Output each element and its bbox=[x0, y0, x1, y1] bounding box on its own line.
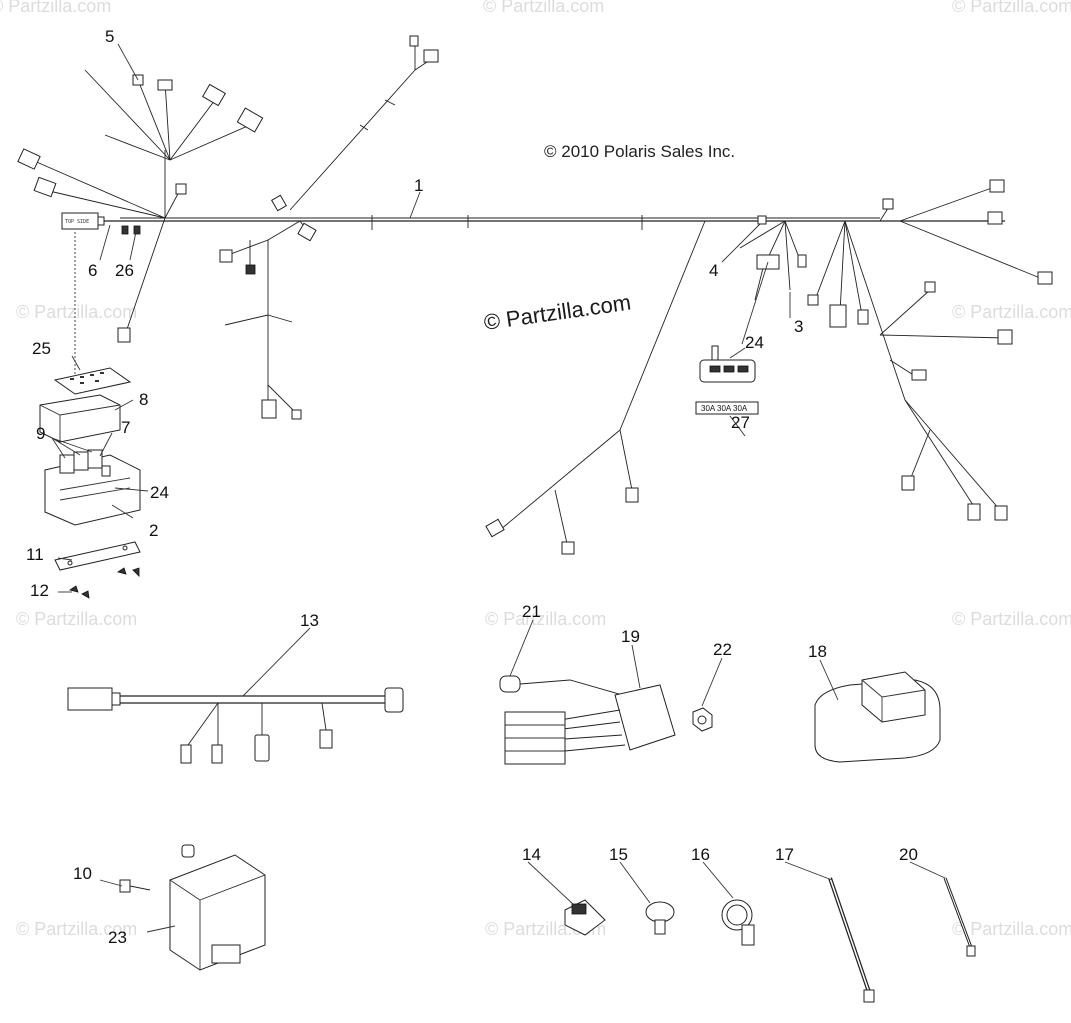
clip-14 bbox=[564, 899, 606, 936]
callout-22: 22 bbox=[713, 640, 732, 659]
callout-18: 18 bbox=[808, 642, 827, 661]
main-harness bbox=[17, 35, 1053, 555]
callout-1: 1 bbox=[414, 176, 423, 195]
watermark: © Partzilla.com bbox=[952, 0, 1071, 16]
watermark: © Partzilla.com bbox=[952, 302, 1071, 322]
watermark: © Partzilla.com bbox=[16, 609, 137, 629]
watermark-layer: © Partzilla.com © Partzilla.com © Partzi… bbox=[0, 0, 1071, 939]
hex-nut bbox=[692, 707, 713, 732]
callout-9: 9 bbox=[36, 424, 45, 443]
sub-harness bbox=[67, 687, 404, 764]
watermark: © Partzilla.com bbox=[16, 919, 137, 939]
callout-15: 15 bbox=[609, 845, 628, 864]
callout-10: 10 bbox=[73, 864, 92, 883]
watermark: © Partzilla.com bbox=[0, 0, 111, 16]
callout-labels: 1 2 3 4 5 6 7 8 9 10 11 12 13 14 15 16 1… bbox=[26, 27, 918, 947]
callout-6: 6 bbox=[88, 261, 97, 280]
watermark: © Partzilla.com bbox=[952, 919, 1071, 939]
watermark: © Partzilla.com bbox=[16, 302, 137, 322]
controller-assembly bbox=[499, 675, 676, 765]
ecu-module bbox=[169, 844, 266, 971]
callout-11: 11 bbox=[26, 545, 44, 564]
callout-4: 4 bbox=[709, 261, 718, 280]
multi-pin-connector bbox=[699, 345, 756, 383]
callout-24: 24 bbox=[150, 483, 169, 502]
mounting-bracket bbox=[54, 541, 141, 599]
callout-13: 13 bbox=[300, 611, 319, 630]
leader-lines bbox=[51, 43, 946, 933]
partzilla-mark: © Partzilla.com bbox=[482, 290, 632, 335]
callout-2: 2 bbox=[149, 521, 158, 540]
fuse-rating-label: 30A 30A 30A bbox=[695, 401, 759, 415]
watermark: © Partzilla.com bbox=[483, 0, 604, 16]
callout-27: 27 bbox=[731, 413, 750, 432]
fuse-rating-text: 30A 30A 30A bbox=[701, 404, 748, 413]
callout-25: 25 bbox=[32, 339, 51, 358]
callout-12: 12 bbox=[30, 581, 49, 600]
clip-15 bbox=[645, 901, 675, 935]
fuse-label-card bbox=[53, 232, 132, 395]
callout-7: 7 bbox=[121, 418, 130, 437]
relay-connector: TOP SIDE bbox=[61, 212, 141, 235]
cable-tie-20 bbox=[943, 877, 976, 957]
callout-3: 3 bbox=[794, 317, 803, 336]
watermark: © Partzilla.com bbox=[485, 609, 606, 629]
callout-21: 21 bbox=[522, 602, 541, 621]
cable-tie-17 bbox=[828, 877, 875, 1003]
clip-16 bbox=[721, 899, 755, 946]
callout-20: 20 bbox=[899, 845, 918, 864]
callout-17: 17 bbox=[775, 845, 794, 864]
callout-19: 19 bbox=[621, 627, 640, 646]
svg-text:TOP SIDE: TOP SIDE bbox=[65, 219, 89, 225]
foam-pad bbox=[814, 671, 941, 763]
callout-24: 24 bbox=[745, 333, 764, 352]
screw bbox=[119, 879, 151, 893]
callout-8: 8 bbox=[139, 390, 148, 409]
callout-5: 5 bbox=[105, 27, 114, 46]
callout-23: 23 bbox=[108, 928, 127, 947]
callout-26: 26 bbox=[115, 261, 134, 280]
copyright-text: © 2010 Polaris Sales Inc. bbox=[544, 142, 735, 161]
watermark: © Partzilla.com bbox=[952, 609, 1071, 629]
callout-14: 14 bbox=[522, 845, 541, 864]
callout-16: 16 bbox=[691, 845, 710, 864]
fuse-box-cover bbox=[39, 394, 121, 443]
